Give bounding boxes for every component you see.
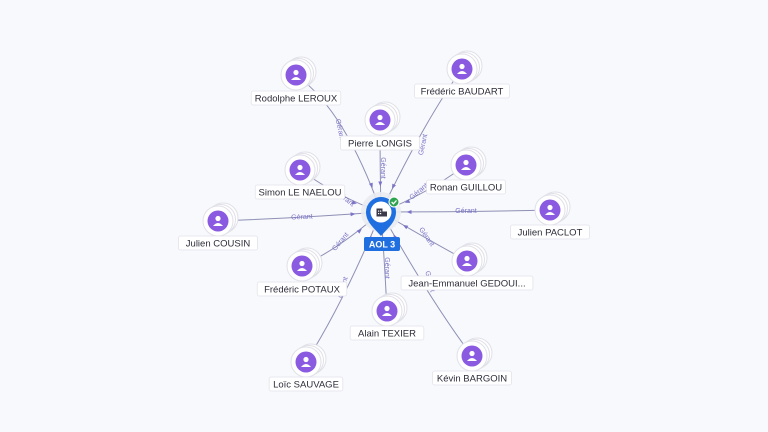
person-name: Julien COUSIN <box>186 238 251 249</box>
arrow-icon <box>406 210 412 214</box>
relation-edge <box>380 211 473 357</box>
arrow-icon <box>351 200 357 205</box>
relation-label: Gérant <box>379 157 386 178</box>
arrow-icon <box>402 224 409 230</box>
person-name: Ronan GUILLOU <box>430 182 502 193</box>
user-icon <box>291 69 301 80</box>
relation-label: Gérant <box>291 213 313 221</box>
user-icon <box>461 159 471 170</box>
person-node[interactable]: Julien COUSIN <box>178 202 258 251</box>
person-label-bg <box>510 224 590 240</box>
person-label-bg <box>349 325 425 341</box>
person-label-bg <box>432 370 512 386</box>
user-icon <box>295 164 305 175</box>
arrow-icon <box>350 212 356 217</box>
user-icon <box>301 356 311 367</box>
person-name: Jean-Emmanuel GEDOUI... <box>408 278 525 289</box>
people-layer: Rodolphe LEROUX Frédéric BAUDART Pierre LO… <box>178 50 590 392</box>
building-icon <box>376 208 387 217</box>
check-icon <box>388 196 400 208</box>
user-icon <box>467 350 477 361</box>
person-name: Kévin BARGOIN <box>437 373 507 384</box>
person-node[interactable]: Julien PACLOT <box>510 191 590 240</box>
person-name: Simon LE NAELOU <box>259 187 342 198</box>
person-name: Loïc SAUVAGE <box>273 379 339 390</box>
person-node[interactable]: Frédéric BAUDART <box>414 50 510 99</box>
person-label-bg <box>250 90 342 106</box>
person-label-bg <box>400 275 534 291</box>
person-node[interactable]: Jean-Emmanuel GEDOUI... <box>400 242 534 291</box>
person-label-bg <box>414 83 510 99</box>
company-label-bg <box>364 237 400 251</box>
user-icon <box>375 114 385 125</box>
person-label-bg <box>256 281 348 297</box>
person-name: Frédéric POTAUX <box>264 284 341 295</box>
person-name: Julien PACLOT <box>518 227 583 238</box>
relation-edge <box>380 209 551 213</box>
user-icon <box>545 204 555 215</box>
arrow-icon <box>404 199 411 203</box>
user-icon <box>382 305 392 316</box>
user-icon <box>462 255 472 266</box>
check-mark <box>391 199 397 205</box>
relation-label: Gérant <box>418 133 429 155</box>
person-node[interactable]: Pierre LONGIS <box>340 101 420 151</box>
relation-label: Gérant <box>417 226 435 248</box>
user-icon <box>297 260 307 271</box>
person-node[interactable]: Loïc SAUVAGE <box>268 343 344 392</box>
person-label-bg <box>268 376 344 392</box>
person-node[interactable]: Simon LE NAELOU <box>254 151 346 200</box>
person-node[interactable]: Kévin BARGOIN <box>432 337 512 386</box>
person-name: Frédéric BAUDART <box>421 86 504 97</box>
person-name: Pierre LONGIS <box>348 138 412 149</box>
company-node[interactable]: AOL 3 <box>361 192 401 251</box>
person-node[interactable]: Rodolphe LEROUX <box>250 56 342 106</box>
person-name: Rodolphe LEROUX <box>255 93 338 104</box>
arrow-icon <box>368 182 373 188</box>
relation-label: Gérant <box>331 232 350 253</box>
arrow-icon <box>392 183 396 189</box>
user-icon <box>457 63 467 74</box>
person-label-bg <box>340 135 420 151</box>
person-label-bg <box>254 184 346 200</box>
person-label-bg <box>426 179 506 195</box>
relation-label: Gérant <box>455 208 476 215</box>
arrow-icon <box>378 181 383 187</box>
person-node[interactable]: Alain TEXIER <box>349 292 425 341</box>
relation-label: Gérant <box>383 257 390 278</box>
person-node[interactable]: Ronan GUILLOU <box>426 146 506 195</box>
user-icon <box>213 215 223 226</box>
person-node[interactable]: Frédéric POTAUX <box>256 247 348 297</box>
company-label: AOL 3 <box>369 240 395 250</box>
arrow-icon <box>356 228 362 234</box>
person-label-bg <box>178 235 258 251</box>
relation-label: Gérant <box>334 118 345 140</box>
person-name: Alain TEXIER <box>358 328 416 339</box>
